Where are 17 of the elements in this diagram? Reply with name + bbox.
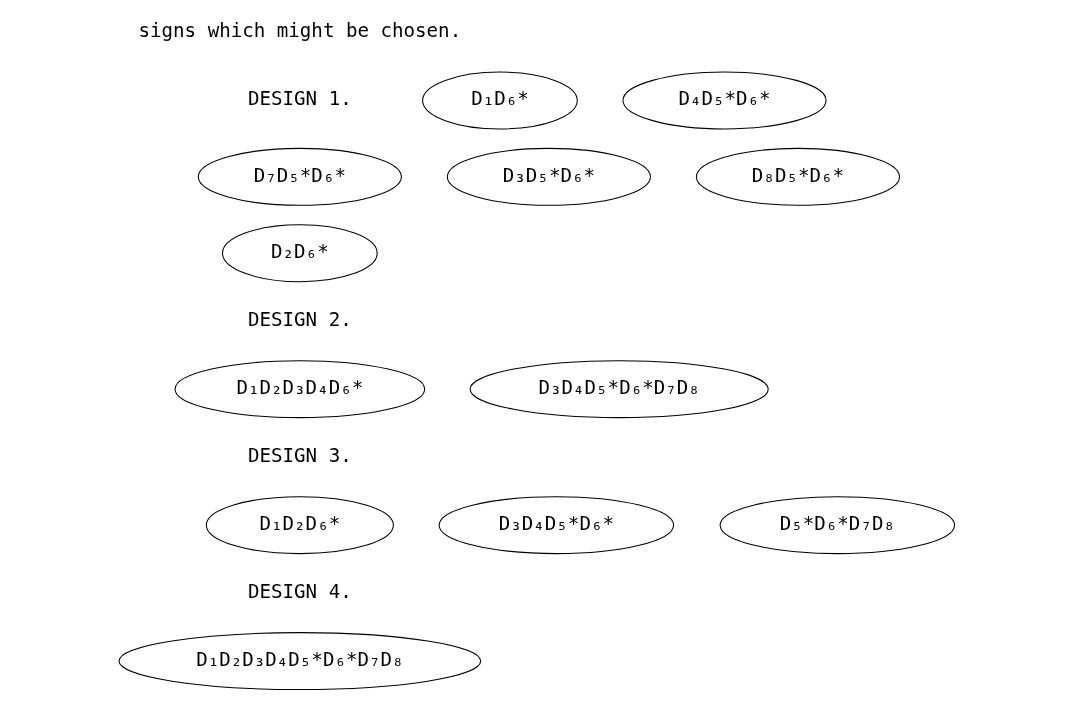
node-ellipse: D₂D₆* [222,224,378,283]
node-ellipse: D₁D₆* [422,71,578,130]
label: signs which might be chosen. [138,19,462,43]
label: DESIGN 2. [247,307,352,331]
node-ellipse: D₃D₅*D₆* [446,147,651,206]
node-ellipse: D₈D₅*D₆* [695,147,901,206]
label: DESIGN 3. [247,443,352,467]
node-ellipse: D₁D₂D₆* [205,496,394,555]
label: DESIGN 1. [247,87,352,111]
node-ellipse: D₃D₄D₅*D₆* [438,496,675,555]
node-ellipse: D₁D₂D₃D₄D₆* [174,360,426,419]
node-ellipse: D₅*D₆*D₇D₈ [719,496,956,555]
node-ellipse: D₄D₅*D₆* [622,71,827,130]
node-ellipse: D₇D₅*D₆* [197,147,402,206]
node-ellipse: D₃D₄D₅*D₆*D₇D₈ [469,360,769,419]
label: DESIGN 4. [247,579,352,603]
node-ellipse: D₁D₂D₃D₄D₅*D₆*D₇D₈ [118,632,482,691]
